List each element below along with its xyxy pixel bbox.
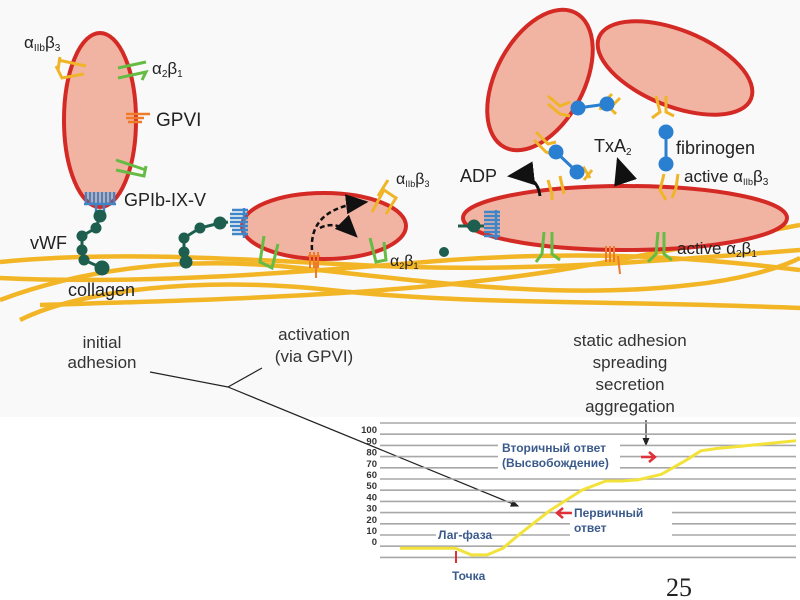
label-aIIbB3: αIIbβ3	[396, 171, 429, 189]
activation-arrow-icon	[319, 214, 358, 238]
pointer-line	[227, 367, 263, 388]
label-active-aIIbB3: active αIIbβ3	[684, 167, 769, 188]
gpvi-receptor-icon	[308, 252, 320, 278]
collagen-fiber	[0, 255, 800, 303]
y-tick-label: 10	[366, 526, 377, 537]
stage-static-line3: secretion	[596, 375, 665, 394]
stage-static-line1: static adhesion	[573, 331, 686, 350]
aIIbB3-receptor-icon	[54, 56, 87, 80]
annotation-primary-2: ответ	[574, 521, 607, 535]
y-tick-label: 80	[366, 448, 377, 459]
label-fibrinogen: fibrinogen	[676, 138, 755, 158]
stage-labels: initial adhesion activation (via GPVI) s…	[67, 325, 686, 416]
stage-activation-line1: activation	[278, 325, 350, 344]
label-a2B1: α2β1	[390, 253, 418, 271]
a2B1-receptor-icon	[115, 158, 148, 178]
stage-initial-line1: initial	[83, 333, 122, 352]
adp-release-arrow-icon	[507, 161, 542, 197]
page-number: 25	[666, 573, 692, 600]
gpib-receptor-icon	[484, 210, 500, 240]
annotation-primary-1: Первичный	[574, 506, 643, 520]
y-tick-label: 60	[366, 470, 377, 481]
label-adp: ADP	[460, 166, 497, 186]
y-tick-label: 50	[366, 481, 377, 492]
vwf-chain	[76, 209, 110, 276]
stage-static-line4: aggregation	[585, 397, 675, 416]
vwf-chain	[458, 219, 484, 233]
annotation-secondary-1: Вторичный ответ	[502, 441, 606, 455]
vwf-chain	[178, 216, 229, 269]
a2B1-receptor-icon	[534, 231, 673, 264]
secondary-arrow-icon	[641, 451, 657, 463]
gpvi-receptor-icon	[605, 246, 621, 275]
a2B1-receptor-icon	[258, 235, 280, 271]
label-active-a2B1: active α2β1	[677, 239, 757, 260]
activation-arrow-icon	[310, 194, 369, 251]
gpvi-receptor-icon	[126, 112, 150, 124]
y-tick-label: 40	[366, 492, 377, 503]
pointer-line	[149, 371, 229, 388]
stage-activation-line2: (via GPVI)	[275, 347, 353, 366]
a2B1-receptor-icon	[368, 237, 388, 264]
collagen-fibers	[0, 222, 800, 323]
label-gpib: GPIb-IX-V	[124, 190, 206, 210]
platelet-activating	[230, 179, 408, 278]
pointer-lines	[149, 367, 650, 507]
fibrinogen-bridges	[532, 92, 680, 201]
label-aIIbB3: αIIbβ3	[24, 33, 61, 54]
label-gpvi: GPVI	[156, 110, 201, 131]
label-collagen: collagen	[68, 280, 135, 300]
label-txa2: TxA2	[594, 136, 632, 158]
y-tick-label: 90	[366, 436, 377, 447]
y-tick-label: 70	[366, 459, 377, 470]
collagen-fiber	[0, 253, 800, 283]
annotation-point: Точка	[452, 569, 486, 583]
gpib-receptor-icon	[230, 208, 248, 238]
chart-annotations: Лаг-фаза Точка Первичный ответ Вторичный…	[436, 440, 672, 583]
txa2-release-arrow-icon	[614, 157, 637, 187]
y-tick-label: 30	[366, 504, 377, 515]
pointer-line	[227, 386, 520, 507]
annotation-lag-phase: Лаг-фаза	[438, 528, 493, 542]
primary-arrow-icon	[555, 507, 572, 519]
platelet-spread	[458, 184, 789, 275]
chart-series-line	[400, 439, 797, 557]
diagram-labels: αIIbβ3 α2β1 GPVI GPIb-IX-V vWF collagen …	[24, 33, 769, 300]
y-tick-label: 0	[372, 537, 377, 548]
a2B1-receptor-icon	[117, 60, 149, 81]
stage-static-line2: spreading	[593, 353, 668, 372]
label-a2B1: α2β1	[152, 59, 183, 80]
y-tick-label: 20	[366, 515, 377, 526]
label-vwf: vWF	[30, 233, 67, 253]
aIIbB3-receptor-icon	[370, 179, 399, 215]
platelet-resting	[54, 31, 150, 214]
vwf-chain	[439, 247, 449, 257]
y-tick-label: 100	[361, 425, 377, 436]
stage-initial-line2: adhesion	[67, 353, 136, 372]
annotation-secondary-2: (Высвобождение)	[502, 456, 609, 470]
